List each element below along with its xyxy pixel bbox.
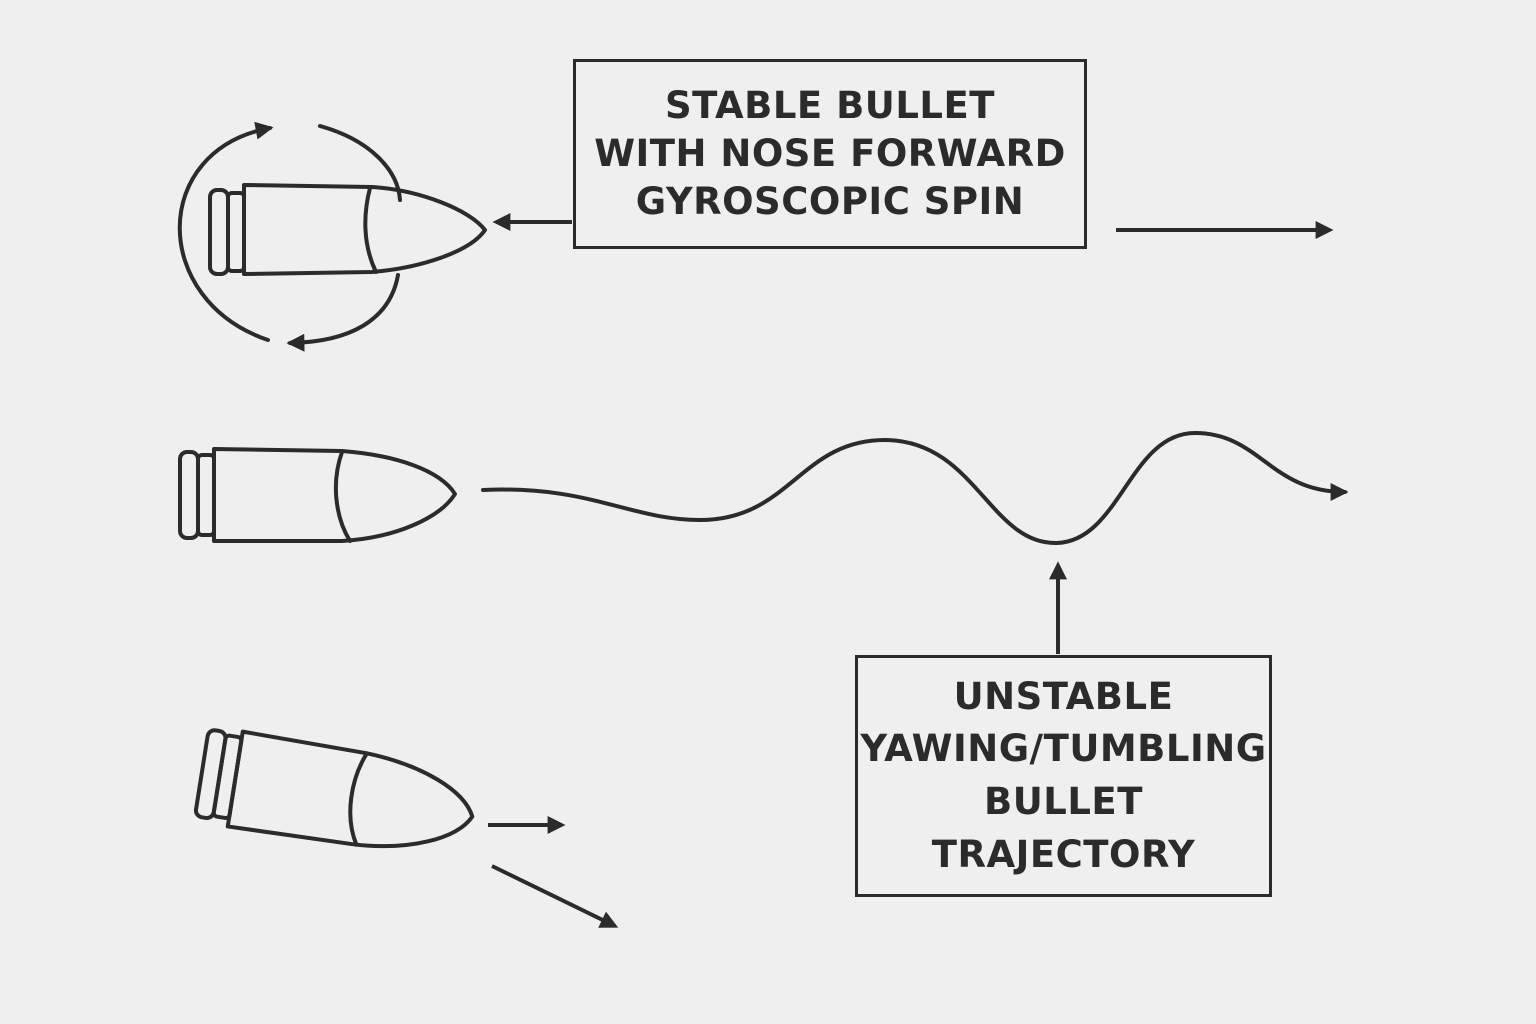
stable-bullet-icon — [208, 183, 487, 276]
spin-arrow-icon — [177, 121, 402, 352]
stable-label-line-1: STABLE BULLET — [665, 83, 995, 127]
stable-label-line-3: GYROSCOPIC SPIN — [635, 180, 1025, 224]
unstable-bullet-label-box: UNSTABLE YAWING/TUMBLING BULLET TRAJECTO… — [855, 655, 1272, 897]
wavy-trajectory-arrow-icon — [481, 430, 1349, 546]
tumbling-deflect-arrow-icon — [491, 864, 619, 928]
tumbling-bullet-icon — [193, 728, 475, 849]
unstable-label-line-1: UNSTABLE — [953, 674, 1174, 718]
unstable-label-line-3: BULLET — [984, 780, 1143, 823]
stable-bullet-label-box: STABLE BULLET WITH NOSE FORWARD GYROSCOP… — [573, 59, 1087, 249]
stable-label-line-2: WITH NOSE FORWARD — [594, 131, 1066, 175]
middle-bullet-icon — [178, 447, 457, 543]
unstable-label-line-4: TRAJECTORY — [931, 832, 1196, 876]
unstable-label-line-2: YAWING/TUMBLING — [860, 727, 1267, 771]
